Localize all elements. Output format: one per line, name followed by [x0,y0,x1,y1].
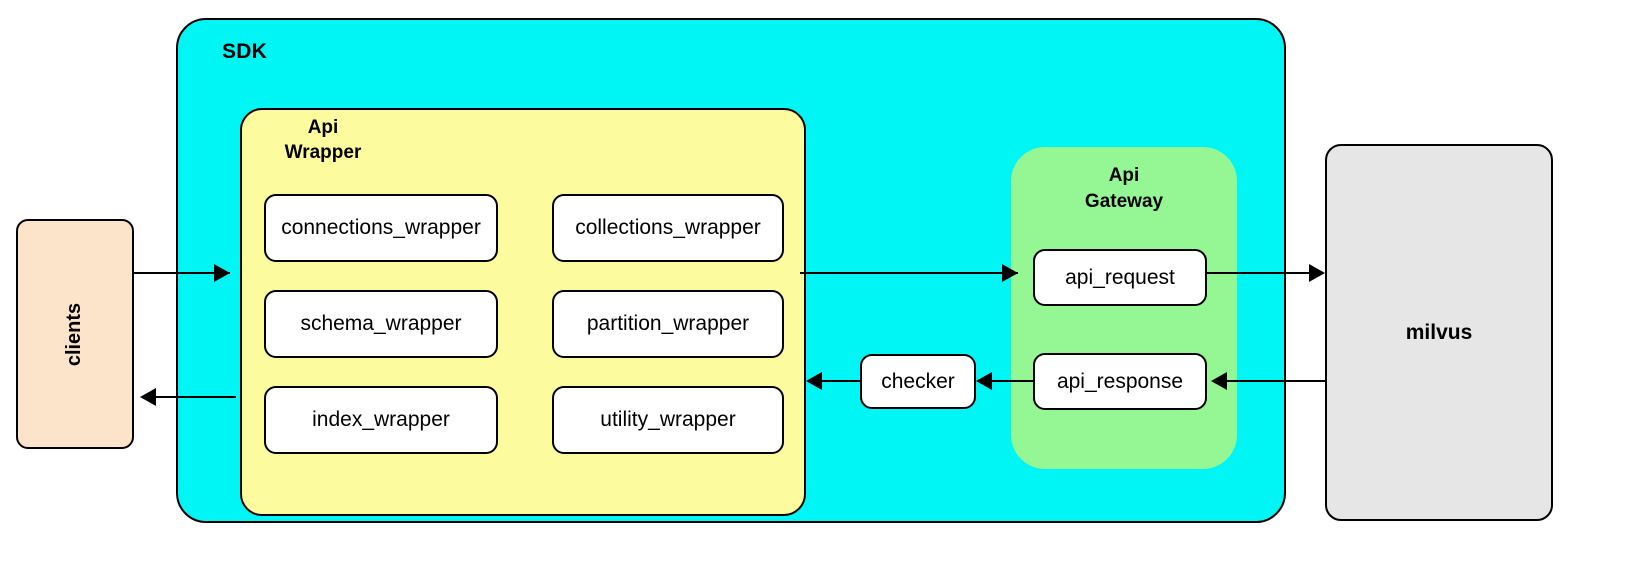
arrowhead-api-response-to-checker-icon [976,372,992,390]
arrowhead-api-wrapper-to-api-request-icon [1002,264,1018,282]
api-gateway-label: Api Gateway [1024,163,1224,215]
connector-api-wrapper-to-api-request [800,272,1018,274]
connector-api-request-to-milvus [1207,272,1319,274]
arrowhead-checker-to-api-wrapper-icon [806,372,822,390]
connector-checker-to-api-wrapper [812,380,860,382]
module-api-request[interactable]: api_request [1033,249,1207,306]
arrowhead-api-wrapper-to-clients-icon [140,388,156,406]
api-wrapper-label-line1: Api [307,117,339,138]
module-connections-wrapper[interactable]: connections_wrapper [264,194,498,262]
module-utility-wrapper[interactable]: utility_wrapper [552,386,784,454]
module-collections-wrapper[interactable]: collections_wrapper [552,194,784,262]
connector-api-response-to-checker [980,380,1033,382]
connector-clients-to-api-wrapper [134,272,230,274]
module-api-response[interactable]: api_response [1033,353,1207,410]
milvus-node[interactable]: milvus [1325,144,1553,521]
module-partition-wrapper[interactable]: partition_wrapper [552,290,784,358]
arrowhead-clients-to-api-wrapper-icon [214,264,230,282]
arrowhead-milvus-to-api-response-icon [1211,372,1227,390]
api-gateway-container [1011,147,1237,469]
clients-label: clients [63,302,86,366]
connector-api-wrapper-to-clients [144,396,236,398]
module-schema-wrapper[interactable]: schema_wrapper [264,290,498,358]
api-wrapper-label: Api Wrapper [258,115,388,165]
clients-node[interactable]: clients [16,219,134,449]
module-checker[interactable]: checker [860,354,976,409]
api-wrapper-label-line2: Wrapper [284,142,362,163]
sdk-label: SDK [222,40,267,63]
module-index-wrapper[interactable]: index_wrapper [264,386,498,454]
arrowhead-api-request-to-milvus-icon [1309,264,1325,282]
api-gateway-label-line1: Api [1108,165,1140,186]
api-gateway-label-line2: Gateway [1084,191,1164,212]
connector-milvus-to-api-response [1215,380,1325,382]
